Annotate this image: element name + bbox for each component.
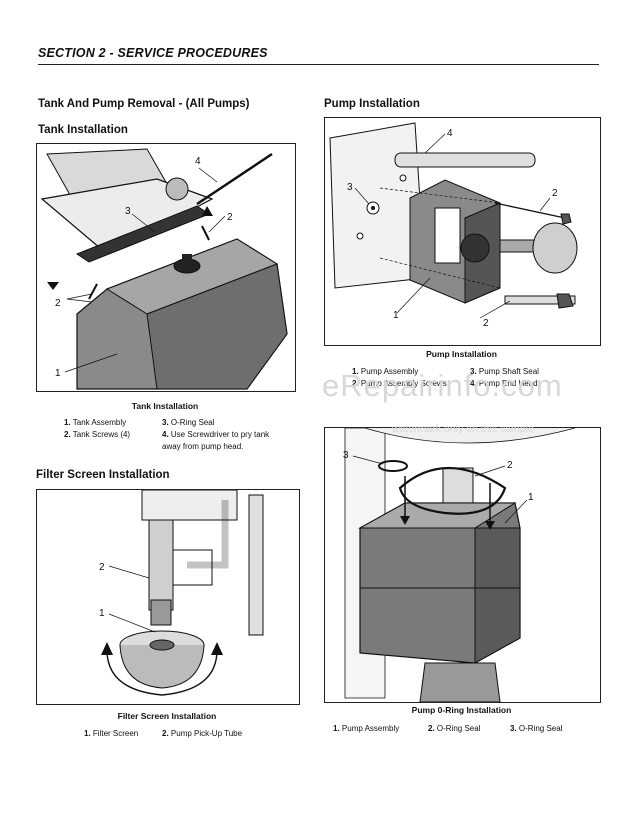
tank-diagram: 1 2 2 3 4 — [40, 148, 288, 390]
side-rod — [248, 494, 264, 636]
filter-caption: Filter Screen Installation — [117, 711, 217, 721]
filter-legend-item: 2. Pump Pick-Up Tube — [162, 729, 243, 738]
pump-callout-4: 4 — [447, 128, 453, 139]
removal-heading: Tank And Pump Removal - (All Pumps) — [38, 98, 250, 110]
pump-callout-1: 1 — [393, 310, 399, 321]
pump-legend-col-1: 1. Pump Assembly 2. Pump Assembly Screws — [352, 366, 467, 390]
tank-legend-item: 4. Use Screwdriver to pry tank away from… — [162, 430, 270, 451]
pump-legend-col-2: 3. Pump Shaft Seal 4. Pump End Head — [470, 366, 580, 390]
arrow-down-icon — [202, 206, 213, 216]
filter-legend-item: 1. Filter Screen — [84, 729, 139, 738]
tank-callout-2b: 2 — [227, 212, 233, 223]
oring-callout-2: 2 — [507, 460, 513, 471]
upper-rod — [394, 152, 536, 168]
oring-legend-item: 1. Pump Assembly — [333, 724, 400, 733]
filter-screen-heading: Filter Screen Installation — [36, 469, 170, 481]
header-rule — [38, 64, 599, 65]
pump-diagram: 1 2 2 3 4 — [329, 122, 578, 329]
oring-caption: Pump 0-Ring Installation — [411, 705, 512, 715]
filter-callout-1: 1 — [99, 608, 105, 619]
assembly-screw-upper — [494, 202, 566, 219]
filter-screen-cup — [119, 644, 205, 689]
rotation-arrow-icon — [106, 649, 218, 696]
tank-callout-2a: 2 — [55, 298, 61, 309]
section-title: SECTION 2 - SERVICE PROCEDURES — [38, 46, 268, 60]
oring-callout-3: 3 — [343, 450, 349, 461]
oring-seal-large — [398, 466, 507, 515]
tank-caption: Tank Installation — [131, 401, 199, 411]
pump-body-bottom — [141, 490, 238, 521]
pump-caption: Pump Installation — [426, 349, 497, 359]
arrow-down-icon — [485, 521, 495, 530]
arrow-down-icon — [400, 516, 410, 525]
oring-legend-item: 3. O-Ring Seal — [510, 724, 563, 733]
pump-callout-3: 3 — [347, 182, 353, 193]
oring-seal-small — [378, 460, 408, 472]
oring-diagram: 3 2 1 — [343, 428, 576, 702]
oring-callout-1: 1 — [528, 492, 534, 503]
tank-callout-1: 1 — [55, 368, 61, 379]
pump-legend-item: 2. Pump Assembly Screws — [352, 379, 447, 388]
filter-screen-figure: 2 1 — [36, 489, 300, 705]
pump-head — [40, 178, 214, 255]
filter-screen-hole — [149, 639, 175, 651]
tank-legend-col-1: 1. Tank Assembly 2. Tank Screws (4) — [64, 417, 159, 441]
pump-callout-2a: 2 — [483, 318, 489, 329]
return-tube — [173, 549, 213, 586]
tank-installation-figure: 1 2 2 3 4 — [36, 143, 296, 392]
tank-legend-item: 2. Tank Screws (4) — [64, 430, 131, 439]
pickup-tube — [148, 519, 174, 611]
tank-legend-col-2: 3. O-Ring Seal 4. Use Screwdriver to pry… — [162, 417, 272, 453]
arrow-left-icon — [47, 282, 59, 290]
screwdriver-handle-end — [165, 177, 189, 201]
watermark: eRepairinfo.com — [322, 368, 563, 403]
tank-screw-left — [88, 283, 98, 300]
filter-diagram: 2 1 — [99, 490, 264, 696]
tank-legend-item: 1. Tank Assembly — [64, 418, 127, 427]
pump-legend-item: 1. Pump Assembly — [352, 367, 419, 376]
pump-oring-figure: 3 2 1 — [324, 427, 601, 703]
tube-threads — [150, 599, 172, 626]
tank-callout-3: 3 — [125, 206, 131, 217]
tank-screw-right — [201, 225, 210, 241]
oring-legend-item: 2. O-Ring Seal — [428, 724, 481, 733]
tank-callout-4: 4 — [195, 156, 201, 167]
pump-installation-heading: Pump Installation — [324, 98, 420, 110]
tank-legend-item: 3. O-Ring Seal — [162, 418, 215, 427]
pump-installation-figure: 1 2 2 3 4 — [324, 117, 601, 346]
pump-legend-item: 3. Pump Shaft Seal — [470, 367, 539, 376]
pump-end-bell — [532, 222, 578, 274]
pump-legend-item: 4. Pump End Head — [470, 379, 538, 388]
tank-installation-heading: Tank Installation — [38, 124, 128, 136]
pump-callout-2b: 2 — [552, 188, 558, 199]
fill-cap-top — [182, 254, 192, 266]
watermark-note: watermark only on this sample — [392, 423, 534, 435]
filter-callout-2: 2 — [99, 562, 105, 573]
assembly-screw-lower — [504, 295, 576, 305]
tank-side — [146, 263, 288, 390]
screwdriver-shaft — [196, 152, 273, 206]
